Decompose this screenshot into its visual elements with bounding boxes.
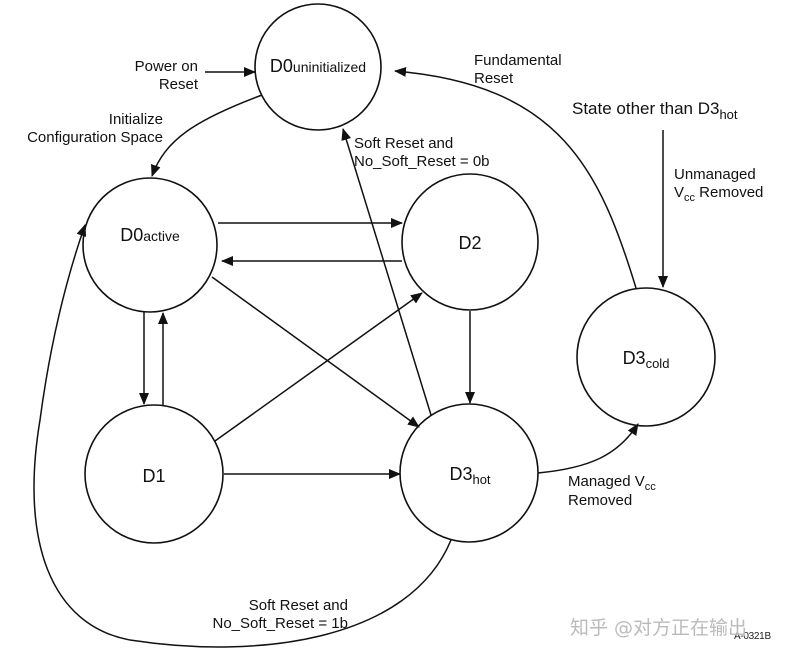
label-unmanaged-vcc: Unmanaged Vcc Removed	[674, 166, 764, 204]
state-circle-d0-active	[82, 177, 218, 313]
arrow-fundamental-reset	[394, 66, 637, 289]
state-circle-d2	[401, 173, 539, 311]
label-state-other-than-d3hot: State other than D3hot	[572, 99, 738, 123]
state-label-d3-cold: D3cold	[622, 348, 670, 371]
arrow-initialize-config	[151, 94, 263, 177]
label-initialize-config: Initialize Configuration Space	[27, 111, 163, 146]
arrow-soft-reset-1b	[33, 224, 452, 648]
arrow-soft-reset-0b	[341, 128, 432, 416]
arrow-managed-vcc	[537, 423, 639, 474]
state-circle-d3-cold	[576, 287, 716, 427]
state-label-d2: D2	[458, 233, 482, 253]
state-label-d3-hot: D3hot	[449, 464, 491, 487]
arrow-d0active-to-d3hot	[211, 276, 420, 428]
arrow-d1-to-d2	[214, 292, 423, 442]
state-circle-d1	[84, 404, 224, 544]
label-managed-vcc: Managed Vcc Removed	[568, 473, 656, 509]
state-label-d1: D1	[142, 466, 166, 486]
label-fundamental-reset: Fundamental Reset	[474, 52, 562, 87]
figure-id: A-0321B	[734, 631, 771, 642]
state-label-d0-active: D0active	[120, 225, 180, 245]
label-power-on-reset: Power on Reset	[134, 58, 198, 93]
label-soft-reset-1b: Soft Reset and No_Soft_Reset = 1b	[212, 597, 348, 632]
state-label-d0-uninitialized: D0uninitialized	[269, 56, 367, 76]
label-soft-reset-0b: Soft Reset and No_Soft_Reset = 0b	[354, 135, 490, 170]
watermark: 知乎 @对方正在输出	[570, 617, 748, 639]
